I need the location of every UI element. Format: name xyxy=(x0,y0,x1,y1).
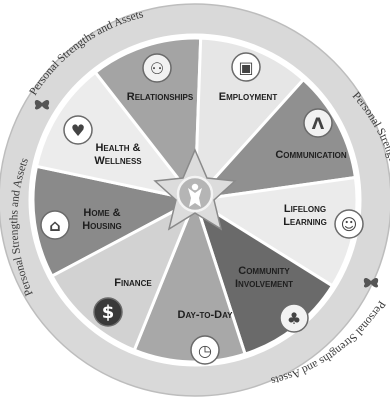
svg-text:⌂: ⌂ xyxy=(49,216,60,235)
segment-relationships xyxy=(31,164,200,279)
svg-text:⚇: ⚇ xyxy=(150,59,164,78)
svg-text:♣: ♣ xyxy=(287,309,301,328)
segment-health-wellness xyxy=(49,196,198,353)
butterfly-icon xyxy=(34,99,50,110)
svg-text:Ʌ: Ʌ xyxy=(312,114,325,133)
segment-label-home-housing: Home &Housing xyxy=(82,207,122,232)
head-brain-icon: ☺ xyxy=(334,209,364,239)
community-tree-icon: ♣ xyxy=(279,303,309,333)
person-star-icon xyxy=(188,183,202,207)
svg-text:◷: ◷ xyxy=(198,341,212,360)
svg-text:▣: ▣ xyxy=(238,58,253,77)
svg-text:♥: ♥ xyxy=(71,121,85,140)
butterfly-icon xyxy=(363,277,379,288)
segment-label-finance: Finance xyxy=(114,277,152,289)
house-icon: ⌂ xyxy=(40,210,70,240)
segment-label-communication: Communication xyxy=(275,149,347,161)
laptop-person-icon: ▣ xyxy=(231,52,261,82)
segment-label-employment: Employment xyxy=(219,91,278,103)
segment-label-health-wellness: Health &Wellness xyxy=(94,142,142,167)
segment-label-day-to-day: Day-to-Day xyxy=(178,309,234,321)
svg-text:☺: ☺ xyxy=(341,215,358,234)
svg-text:$: $ xyxy=(102,302,115,323)
communication-icon: Ʌ xyxy=(303,108,333,138)
center-star xyxy=(153,148,237,231)
segment-communication xyxy=(93,36,203,205)
segment-lifelong-learning xyxy=(193,36,306,205)
people-icon: ⚇ xyxy=(142,53,172,83)
segment-employment xyxy=(34,70,199,203)
segment-home-housing xyxy=(132,195,247,364)
dollar-icon: $ xyxy=(93,297,123,327)
heart-watch-icon: ♥ xyxy=(63,115,93,145)
segment-label-relationships: Relationships xyxy=(127,91,194,103)
clock-icon: ◷ xyxy=(190,335,220,365)
